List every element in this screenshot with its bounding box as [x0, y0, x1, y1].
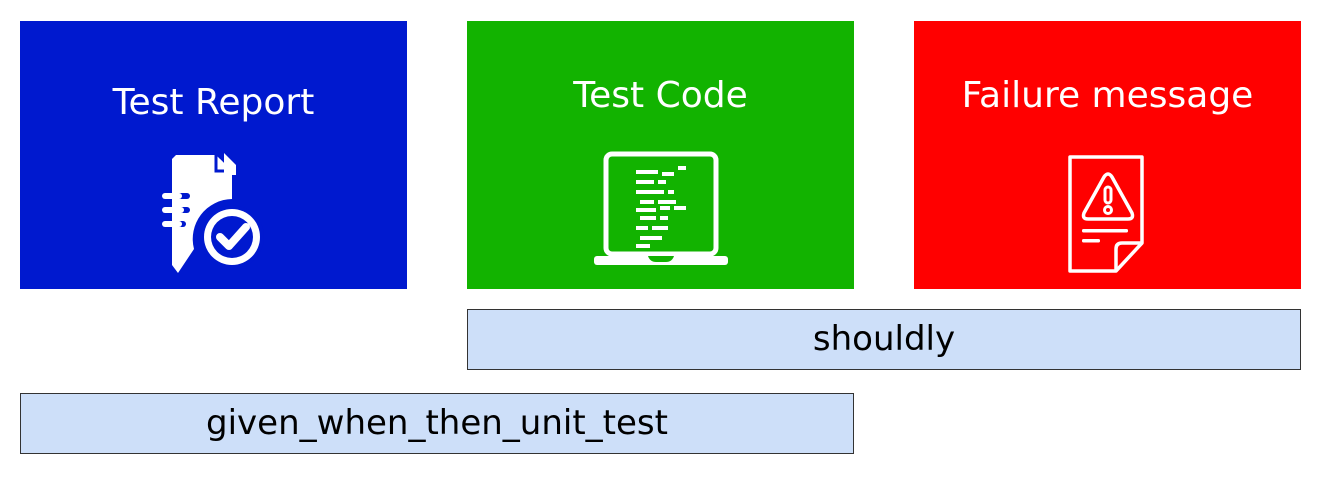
laptop-code-icon [592, 150, 730, 272]
document-warning-icon [1056, 153, 1160, 275]
card-test-code: Test Code [467, 21, 854, 289]
report-check-icon [154, 153, 274, 277]
card-title: Test Report [112, 82, 315, 123]
library-bar-given-when-then: given_when_then_unit_test [20, 393, 854, 454]
card-title: Failure message [961, 75, 1254, 116]
card-failure-message: Failure message [914, 21, 1301, 289]
card-test-report: Test Report [20, 21, 407, 289]
library-bar-shouldly: shouldly [467, 309, 1301, 370]
card-title: Test Code [573, 75, 748, 116]
